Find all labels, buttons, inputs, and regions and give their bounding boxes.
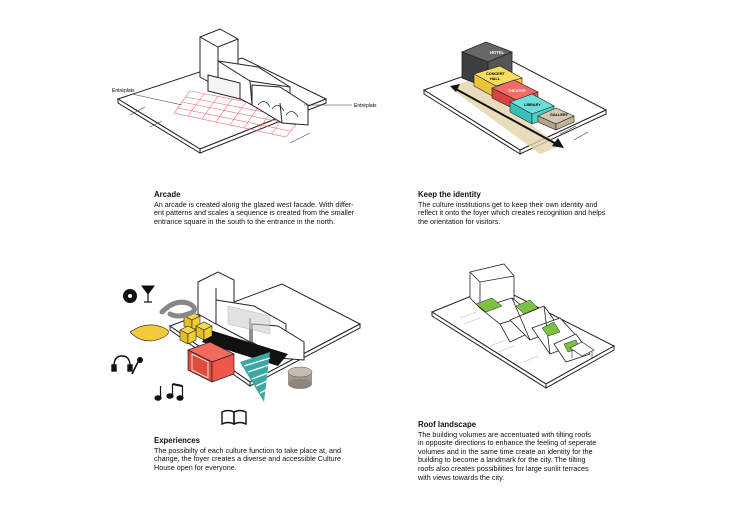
caption-experiences: Experiences The possibilty of each cultu… (154, 436, 359, 472)
caption-body: An arcade is created along the glazed we… (154, 199, 355, 226)
entrance-label-left: Entréplats (112, 88, 135, 94)
caption-title: Arcade (154, 190, 181, 199)
svg-text:CONCERT: CONCERT (486, 72, 505, 76)
stage-ramp (240, 352, 271, 402)
caption-arcade: Arcade An arcade is created along the gl… (154, 190, 359, 226)
grey-curl (159, 299, 197, 319)
microphone-icon (131, 357, 143, 375)
caption-title: Roof landscape (418, 420, 477, 429)
open-book-icon (221, 409, 247, 426)
caption-body: The possibilty of each culture function … (154, 445, 341, 472)
caption-title: Keep the identity (418, 190, 481, 199)
headphones-icon (111, 355, 133, 372)
caption-title: Experiences (154, 436, 200, 445)
arcade-diagram: Entréplats Entréplats (112, 28, 377, 154)
svg-text:GALLERY: GALLERY (550, 113, 568, 117)
svg-text:HOTEL: HOTEL (490, 50, 505, 55)
yellow-guitar (129, 324, 169, 342)
grey-cylinder (287, 366, 313, 389)
caption-body: The culture institutions get to keep the… (418, 199, 606, 226)
svg-text:HALL: HALL (490, 77, 501, 81)
yellow-cubes (179, 311, 213, 345)
red-box (187, 341, 235, 383)
roof-diagram (430, 263, 616, 389)
caption-identity: Keep the identity The culture institutio… (418, 190, 623, 226)
svg-text:THEATER: THEATER (508, 89, 526, 93)
entrance-label-right: Entréplats (354, 103, 377, 109)
vinyl-record-icon (123, 289, 137, 303)
experiences-diagram (111, 271, 362, 426)
svg-text:LIBRARY: LIBRARY (524, 103, 541, 107)
identity-diagram: HOTEL CONCERT HALL THEATER LIBRARY (422, 41, 608, 155)
caption-body: The building volumes are accentuated wit… (418, 429, 597, 482)
caption-roof: Roof landscape The building volumes are … (418, 420, 623, 482)
cocktail-glass-icon (141, 285, 155, 303)
gallery-block: GALLERY (537, 107, 575, 131)
music-notes-icon (154, 383, 184, 401)
circulation-arrow (450, 84, 564, 148)
